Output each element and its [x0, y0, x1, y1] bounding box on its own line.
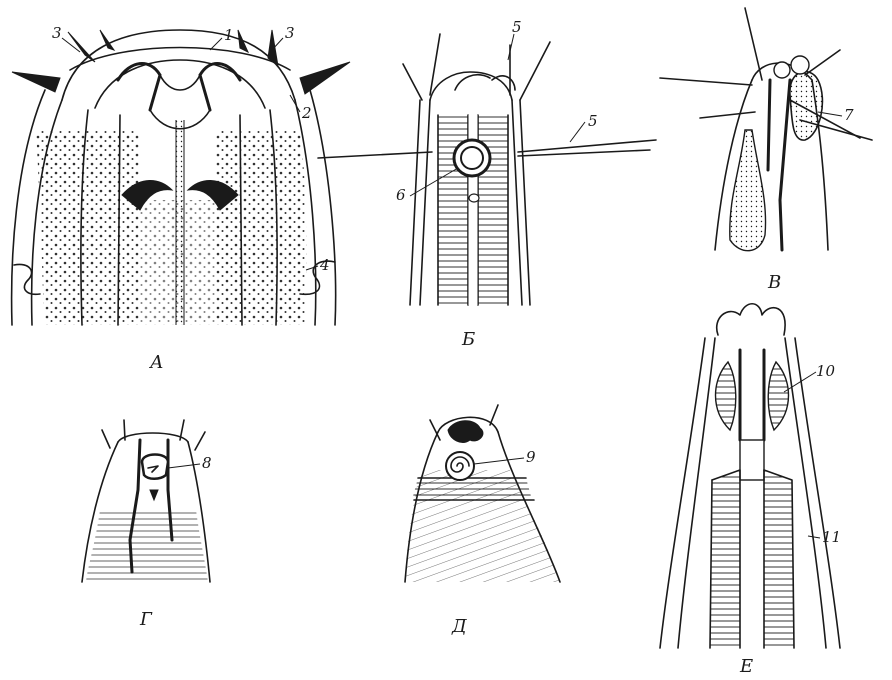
- panel-d-drawing: [405, 405, 560, 582]
- panel-b-callout-6: 6: [396, 186, 406, 204]
- panel-b-drawing: [318, 34, 656, 305]
- panel-a-callout-3-left: 3: [52, 24, 62, 42]
- panel-a-callout-3-right: 3: [285, 24, 295, 42]
- panel-b-label: Б: [461, 329, 475, 350]
- panel-b-callout-5-side: 5: [588, 112, 598, 130]
- panel-d-callout-9: 9: [526, 448, 536, 466]
- panel-v-callout-7: 7: [844, 106, 854, 124]
- panel-d-label: Д: [451, 616, 467, 637]
- panel-a-callout-2: 2: [301, 104, 312, 122]
- panel-e-callout-11: 11: [822, 528, 841, 546]
- panel-v-drawing: [660, 8, 872, 251]
- panel-d-leader: [474, 458, 524, 464]
- panel-a-drawing: [12, 30, 350, 325]
- panel-e-label: Е: [739, 656, 753, 677]
- panel-a-label: А: [148, 352, 164, 373]
- panel-e-drawing: [660, 304, 840, 648]
- panel-g-callout-8: 8: [202, 454, 212, 472]
- panel-v-label: В: [767, 272, 781, 293]
- panel-g-drawing: [82, 420, 210, 582]
- panel-a-callout-1: 1: [224, 26, 234, 44]
- panel-g-leader: [168, 464, 200, 468]
- panel-a-callout-4: 4: [319, 256, 330, 274]
- panel-e-callout-10: 10: [816, 362, 836, 380]
- panel-b-callout-5-top: 5: [512, 18, 522, 36]
- panel-g-label: Г: [139, 609, 153, 630]
